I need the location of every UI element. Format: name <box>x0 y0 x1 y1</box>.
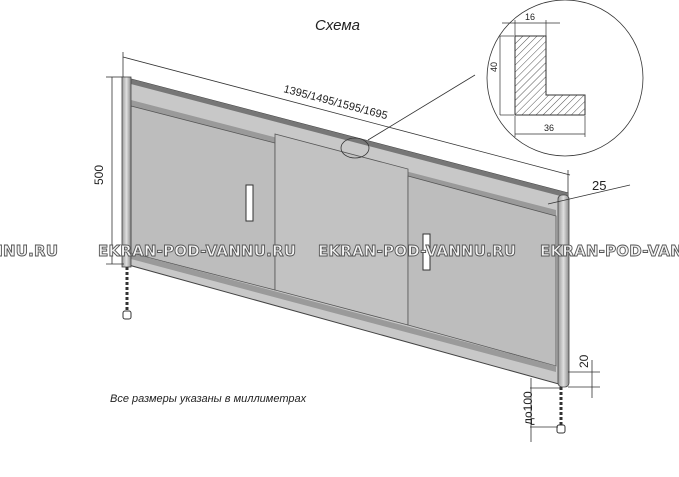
right-foot <box>556 424 566 434</box>
length-dimension: 1395/1495/1595/1695 <box>282 83 389 122</box>
watermark-2: EKRAN-POD-VANNU.RU <box>98 242 296 260</box>
left-foot <box>122 310 132 320</box>
profile-detail: 16 40 36 <box>489 12 586 137</box>
right-post <box>557 194 570 388</box>
left-post <box>121 76 132 268</box>
units-note: Все размеры указаны в миллиметрах <box>110 393 307 405</box>
title: Схема <box>315 17 360 34</box>
dimension-lines <box>106 0 644 442</box>
profile-width-top: 16 <box>525 12 535 22</box>
watermark-4: EKRAN-POD-VANNU.RU <box>540 242 679 260</box>
screen-panel <box>121 76 570 434</box>
profile-width-bottom: 36 <box>544 123 554 133</box>
plinth-dimension: 20 <box>577 354 591 368</box>
profile-height: 40 <box>489 62 499 72</box>
height-dimension: 500 <box>92 165 106 185</box>
right-handle <box>422 233 431 271</box>
watermark-1: EKRAN-POD-VANNU.RU <box>0 242 58 260</box>
depth-dimension: 25 <box>592 178 606 193</box>
watermark-3: EKRAN-POD-VANNU.RU <box>318 242 516 260</box>
left-handle <box>245 184 254 222</box>
watermarks: EKRAN-POD-VANNU.RU EKRAN-POD-VANNU.RU EK… <box>0 242 679 261</box>
leg-dimension: до100 <box>521 391 535 425</box>
